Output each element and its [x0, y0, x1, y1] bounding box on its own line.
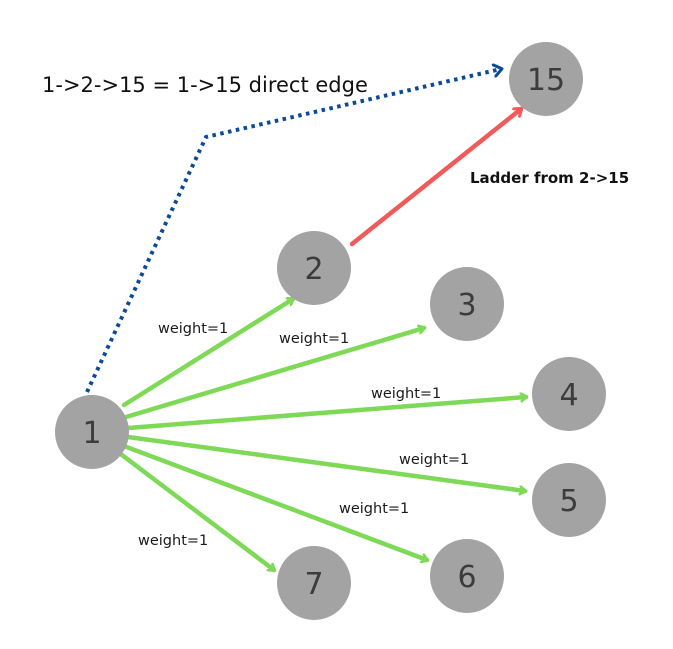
node-15-label: 15: [527, 63, 565, 98]
edge-1-15-direct: [85, 69, 501, 393]
edge-label-1-4: weight=1: [371, 386, 441, 402]
edge-label-1-3: weight=1: [279, 331, 349, 347]
edge-1-4: [125, 397, 526, 431]
edge-label-1-7: weight=1: [138, 533, 208, 549]
node-7: 7: [277, 546, 351, 620]
edge-label-1-5: weight=1: [399, 452, 469, 468]
node-6-label: 6: [457, 560, 476, 595]
edge-2-15-ladder: [349, 106, 521, 247]
node-1: 1: [55, 395, 129, 469]
edge-1-2: [121, 296, 296, 408]
node-2: 2: [277, 231, 351, 305]
node-2-label: 2: [304, 252, 323, 287]
node-15: 15: [509, 42, 583, 116]
node-5: 5: [532, 463, 606, 537]
node-4-label: 4: [559, 378, 578, 413]
node-5-label: 5: [559, 484, 578, 519]
edge-label-1-2: weight=1: [158, 321, 228, 337]
edge-1-6: [121, 443, 430, 560]
node-3-label: 3: [457, 288, 476, 323]
ladder-annotation: Ladder from 2->15: [470, 169, 629, 187]
node-1-label: 1: [82, 416, 101, 451]
diagram-title: 1->2->15 = 1->15 direct edge: [42, 73, 368, 97]
edge-label-1-6: weight=1: [339, 501, 409, 517]
edge-1-5: [125, 434, 525, 491]
edge-1-7: [115, 449, 277, 573]
node-4: 4: [532, 357, 606, 431]
node-6: 6: [430, 539, 504, 613]
edge-1-3: [123, 328, 424, 420]
node-3: 3: [430, 267, 504, 341]
node-7-label: 7: [304, 567, 323, 602]
